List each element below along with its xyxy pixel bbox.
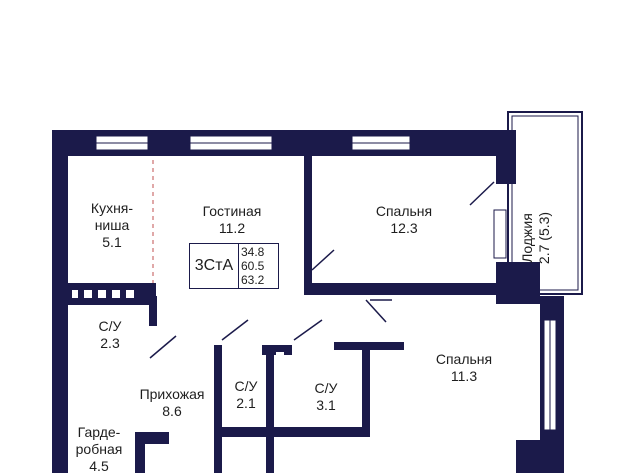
kitchen-label: Кухня- ниша 5.1: [72, 200, 152, 251]
bedroom2-area: 11.3: [450, 368, 478, 384]
bath3-label: С/У 3.1: [296, 380, 356, 414]
kitchen-name-2: ниша: [94, 217, 130, 233]
area-summary: 34.8 60.5 63.2: [238, 243, 279, 289]
loggia-label: Лоджия 2.7 (5.3): [519, 212, 553, 264]
bedroom1-name: Спальня: [375, 203, 433, 219]
wardrobe-area: 4.5: [89, 458, 109, 474]
wardrobe-name-1: Гарде-: [77, 424, 121, 440]
wardrobe-label: Гарде- робная 4.5: [64, 424, 134, 475]
bath2-area: 2.1: [236, 395, 256, 411]
bath1-area: 2.3: [100, 335, 120, 351]
bedroom2-label: Спальня 11.3: [416, 351, 512, 385]
bath3-area: 3.1: [316, 397, 336, 413]
loggia-area: 2.7 (5.3): [536, 211, 552, 265]
hall-label: Прихожая 8.6: [124, 386, 220, 420]
bath1-label: С/У 2.3: [80, 318, 140, 352]
vent-blocks: [72, 290, 284, 382]
hall-name: Прихожая: [139, 386, 205, 402]
bath2-left-wall: [214, 345, 222, 473]
bath3-right-wall: [362, 342, 370, 432]
area-total: 60.5: [241, 259, 265, 273]
bath1-name: С/У: [98, 318, 122, 334]
kitchen-area: 5.1: [102, 234, 122, 250]
loggia-outline: [507, 111, 583, 295]
doors: [149, 181, 495, 359]
area-living: 34.8: [241, 245, 265, 259]
bath-right-wall: [149, 296, 157, 326]
bedroom2-name: Спальня: [435, 351, 493, 367]
apartment-type-badge: 3СтА 34.8 60.5 63.2: [189, 243, 279, 289]
bath2-name: С/У: [234, 378, 258, 394]
bath2-right-wall: [262, 345, 292, 355]
living-bedroom-wall: [304, 150, 312, 290]
kitchen-name-1: Кухня-: [90, 200, 134, 216]
bath3-bottom-wall: [214, 427, 370, 437]
living-area: 11.2: [218, 220, 246, 236]
bath2-label: С/У 2.1: [222, 378, 270, 412]
wardrobe-wall-vertical: [135, 432, 145, 473]
wardrobe-name-2: робная: [75, 441, 123, 457]
loggia: [507, 111, 583, 295]
bedroom1-area: 12.3: [390, 220, 418, 236]
living-label: Гостиная 11.2: [184, 203, 280, 237]
hall-area: 8.6: [162, 403, 182, 419]
living-name: Гостиная: [202, 203, 262, 219]
loggia-name: Лоджия: [519, 213, 535, 263]
bedroom1-label: Спальня 12.3: [356, 203, 452, 237]
bath2-inner-wall: [266, 345, 274, 473]
walls: [52, 130, 564, 473]
apartment-type: 3СтА: [189, 243, 238, 289]
bottom-right-block: [516, 440, 564, 473]
area-total-with-loggia: 63.2: [241, 273, 265, 287]
bedroom-bottom-wall: [304, 283, 496, 295]
right-wall-middle: [496, 262, 540, 304]
bath3-name: С/У: [314, 380, 338, 396]
window-loggia: [493, 209, 507, 259]
windows: [95, 135, 557, 431]
right-wall-upper: [496, 130, 516, 184]
